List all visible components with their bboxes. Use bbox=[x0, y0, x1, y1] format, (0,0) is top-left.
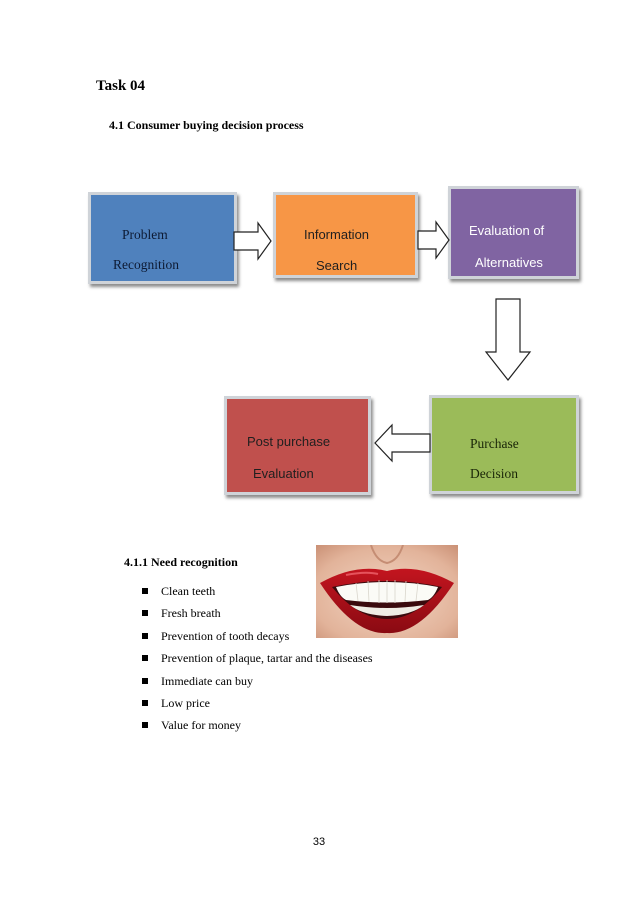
square-bullet-icon bbox=[142, 699, 148, 706]
page-number: 33 bbox=[312, 836, 326, 848]
down-arrow-icon bbox=[484, 298, 532, 381]
step-line-1: Evaluation of bbox=[469, 223, 545, 238]
task-title: Task 04 bbox=[96, 78, 146, 94]
list-item: Value for money bbox=[142, 714, 373, 736]
step-line-1: Problem bbox=[122, 227, 168, 242]
list-item: Low price bbox=[142, 692, 373, 714]
step-post-purchase-evaluation: Post purchase Evaluation bbox=[224, 396, 371, 495]
step-information-search: Information Search bbox=[273, 192, 418, 278]
step-evaluation-of-alternatives: Evaluation of Alternatives bbox=[448, 186, 579, 279]
square-bullet-icon bbox=[142, 722, 148, 729]
step-line-2: Search bbox=[316, 258, 358, 273]
right-arrow-icon bbox=[417, 220, 450, 260]
subsection-title: 4.1.1 Need recognition bbox=[124, 555, 238, 569]
list-item: Prevention of tooth decays bbox=[142, 625, 373, 647]
list-item: Prevention of plaque, tartar and the dis… bbox=[142, 647, 373, 669]
step-problem-recognition: Problem Recognition bbox=[88, 192, 237, 284]
square-bullet-icon bbox=[142, 632, 148, 639]
step-line-2: Decision bbox=[470, 466, 518, 481]
square-bullet-icon bbox=[142, 677, 148, 684]
left-arrow-icon bbox=[374, 423, 431, 463]
section-title: 4.1 Consumer buying decision process bbox=[109, 118, 304, 132]
need-list: Clean teeth Fresh breath Prevention of t… bbox=[142, 580, 373, 737]
step-line-2: Recognition bbox=[113, 257, 179, 272]
square-bullet-icon bbox=[142, 655, 148, 662]
step-line-2: Evaluation bbox=[253, 466, 314, 481]
step-line-2: Alternatives bbox=[475, 255, 543, 270]
list-item: Immediate can buy bbox=[142, 670, 373, 692]
smile-photo bbox=[316, 545, 458, 638]
step-line-1: Purchase bbox=[470, 436, 519, 451]
square-bullet-icon bbox=[142, 610, 148, 617]
step-line-1: Post purchase bbox=[247, 434, 331, 449]
right-arrow-icon bbox=[233, 221, 272, 261]
step-line-1: Information bbox=[304, 227, 370, 242]
square-bullet-icon bbox=[142, 588, 148, 594]
list-item: Fresh breath bbox=[142, 602, 373, 624]
list-item: Clean teeth bbox=[142, 580, 373, 602]
